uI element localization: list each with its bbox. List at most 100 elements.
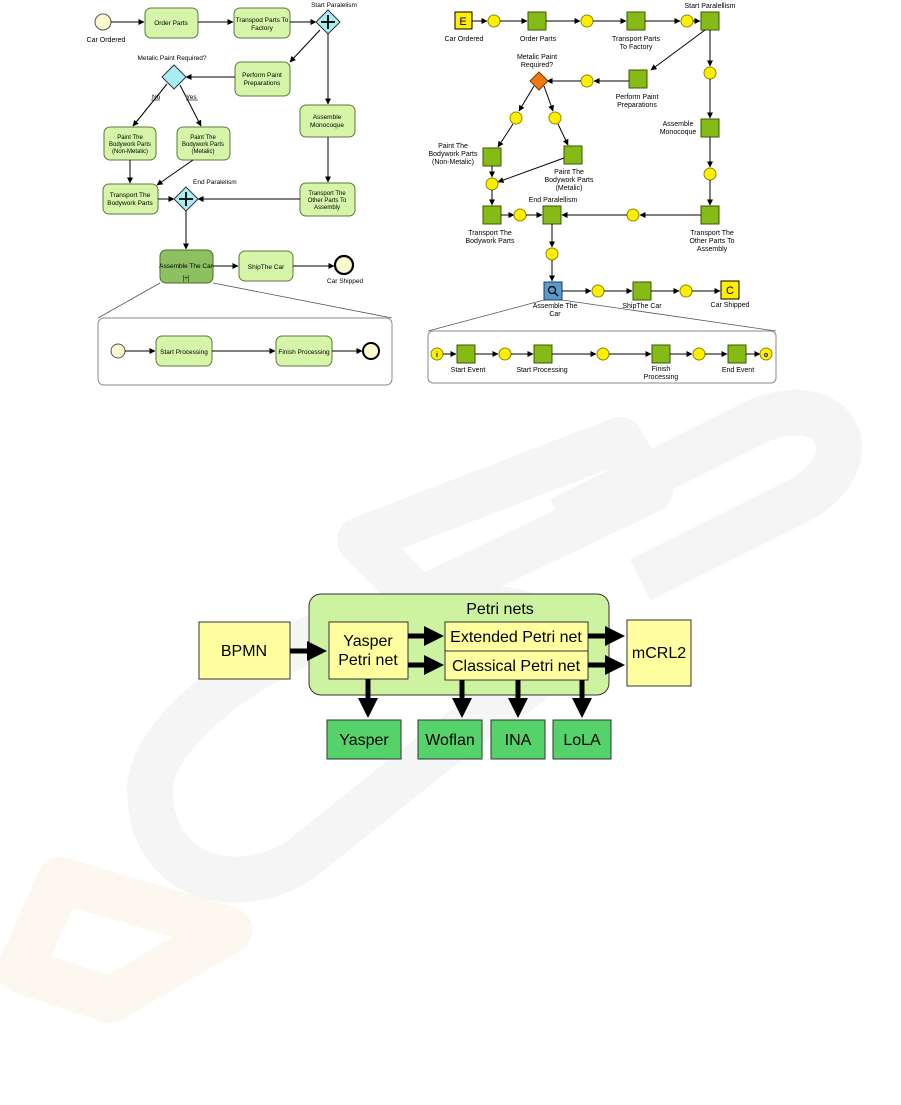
svg-text:ShipThe Car: ShipThe Car (622, 303, 662, 310)
tool-lola (552, 719, 612, 760)
svg-text:To Factory: To Factory (620, 44, 653, 51)
svg-text:Metalic Paint Required?: Metalic Paint Required? (137, 55, 206, 62)
svg-text:Start Processing: Start Processing (516, 367, 567, 374)
bpmn-task-paint-metal (176, 126, 231, 161)
svg-text:Preparations: Preparations (617, 102, 657, 109)
svg-text:Monocoque: Monocoque (660, 129, 697, 136)
svg-text:Yasper: Yasper (339, 732, 389, 749)
svg-text:Preparations: Preparations (244, 80, 282, 87)
svg-text:End Paralellism: End Paralellism (529, 197, 578, 204)
svg-text:Extended Petri net: Extended Petri net (450, 629, 582, 646)
svg-text:Car Shipped: Car Shipped (711, 302, 750, 309)
svg-text:C: C (726, 285, 734, 297)
svg-text:Finish: Finish (652, 366, 671, 373)
svg-text:Order Parts: Order Parts (520, 36, 557, 43)
svg-text:INA: INA (505, 732, 532, 749)
svg-text:Bodywork Parts: Bodywork Parts (465, 238, 515, 245)
svg-text:Bodywork Parts: Bodywork Parts (107, 200, 153, 207)
bpmn-task-perform-paint (234, 61, 291, 97)
tool-yasper (326, 719, 402, 760)
tool-ina (490, 719, 546, 760)
svg-text:Car Ordered: Car Ordered (445, 36, 484, 43)
svg-text:(Metalic): (Metalic) (556, 185, 583, 192)
svg-text:Car: Car (549, 311, 561, 318)
svg-text:Paint The: Paint The (554, 169, 584, 176)
svg-text:(Non-Metalic): (Non-Metalic) (432, 159, 474, 166)
svg-text:Yes: Yes (186, 94, 197, 101)
svg-text:i: i (436, 352, 438, 359)
svg-text:Car Shipped: Car Shipped (327, 278, 364, 285)
svg-text:Other Parts To: Other Parts To (689, 238, 734, 245)
svg-text:Yasper: Yasper (343, 633, 393, 650)
svg-text:No: No (152, 94, 161, 101)
svg-text:Perform Paint: Perform Paint (242, 72, 282, 79)
svg-text:Start Processing: Start Processing (160, 349, 208, 356)
svg-text:Transport The: Transport The (110, 192, 151, 199)
svg-text:Transport The: Transport The (690, 230, 734, 237)
svg-text:Processing: Processing (644, 374, 679, 381)
svg-text:Bodywork Parts: Bodywork Parts (109, 142, 151, 148)
bpmn-end-event (333, 254, 355, 276)
svg-text:Transpod Parts To: Transpod Parts To (236, 17, 289, 24)
svg-text:mCRL2: mCRL2 (632, 645, 686, 662)
petri-transition-paint-metal (563, 145, 583, 165)
svg-text:(Non-Metalic): (Non-Metalic) (112, 149, 148, 155)
svg-text:(Metalic): (Metalic) (191, 149, 214, 155)
svg-text:End Paralelism: End Paralelism (193, 179, 237, 186)
svg-text:E: E (459, 16, 466, 28)
svg-text:Required?: Required? (521, 62, 553, 69)
svg-text:Transport The: Transport The (468, 230, 512, 237)
petri-place (509, 111, 523, 125)
petri-sub-output-place (759, 347, 773, 361)
svg-text:Assembly: Assembly (697, 246, 728, 253)
svg-text:Start Event: Start Event (451, 367, 486, 374)
bpmn-task-transport-factory (233, 7, 291, 39)
svg-text:ShipThe Car: ShipThe Car (248, 264, 285, 271)
svg-text:Start Paralelism: Start Paralelism (311, 2, 357, 9)
svg-text:Petri net: Petri net (338, 652, 398, 669)
svg-text:End Event: End Event (722, 367, 754, 374)
svg-text:Bodywork Parts: Bodywork Parts (428, 151, 478, 158)
svg-text:Classical Petri net: Classical Petri net (452, 658, 581, 675)
svg-text:Factory: Factory (251, 25, 273, 32)
svg-text:Transport Parts: Transport Parts (612, 36, 660, 43)
svg-text:Monocoque: Monocoque (310, 122, 344, 129)
petri-gateway-metalic (529, 71, 549, 91)
bpmn-sub-end-event (362, 342, 380, 360)
svg-text:Start Paralellism: Start Paralellism (685, 3, 736, 10)
svg-text:BPMN: BPMN (221, 643, 267, 660)
svg-text:Metalic Paint: Metalic Paint (517, 54, 557, 61)
bpmn-label-car-ordered: Car Ordered (87, 37, 126, 44)
svg-text:Assemble The Car: Assemble The Car (159, 263, 214, 270)
svg-text:Woflan: Woflan (425, 732, 475, 749)
svg-text:Paint The: Paint The (438, 143, 468, 150)
svg-text:Bodywork Parts: Bodywork Parts (544, 177, 594, 184)
svg-text:Transport The: Transport The (308, 191, 346, 197)
petri-transition-perform-paint (628, 69, 648, 89)
svg-text:Assembly: Assembly (314, 205, 340, 211)
svg-text:Paint The: Paint The (117, 135, 143, 141)
bpmn-gateway-metalic (161, 64, 187, 90)
yasper-petri-net-box (328, 621, 409, 680)
bpmn-gateway-start-parallelism (315, 9, 341, 35)
tool-woflan (417, 719, 483, 760)
svg-text:Other Parts To: Other Parts To (308, 198, 347, 204)
mcrl2-box (626, 619, 692, 687)
petri-nets-title: Petri nets (466, 601, 534, 618)
svg-text:LoLA: LoLA (563, 732, 601, 749)
svg-text:[+]: [+] (183, 276, 190, 282)
svg-text:Paint The: Paint The (190, 135, 216, 141)
svg-text:Finish Processing: Finish Processing (278, 349, 330, 356)
svg-text:Assemble: Assemble (313, 114, 342, 121)
svg-text:o: o (764, 352, 768, 359)
extended-petri-net-box (444, 621, 589, 652)
svg-text:Assemble The: Assemble The (533, 303, 578, 310)
svg-text:Bodywork Parts: Bodywork Parts (182, 142, 224, 148)
svg-text:Perform Paint: Perform Paint (616, 94, 659, 101)
petri-place (548, 111, 562, 125)
petri-end-marker (720, 280, 740, 300)
